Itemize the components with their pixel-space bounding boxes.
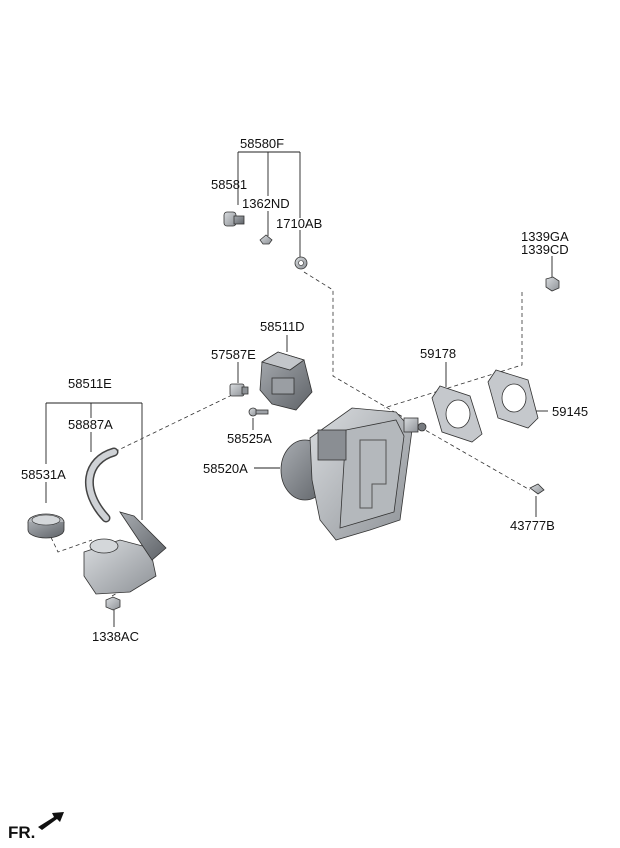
label-58511e: 58511E [68, 376, 112, 391]
gasket-part-59145 [487, 369, 539, 429]
fitting-part [229, 383, 249, 397]
washer-part [294, 256, 308, 270]
label-43777b: 43777B [510, 518, 555, 533]
banjo-bolt-part [223, 211, 245, 227]
nut-part [545, 276, 560, 292]
label-1338ac: 1338AC [92, 629, 139, 644]
nut-part-1338ac [105, 596, 121, 611]
label-58525a: 58525A [227, 431, 272, 446]
label-58580f: 58580F [240, 136, 284, 151]
label-1362nd: 1362ND [242, 196, 290, 211]
label-1339ga: 1339GA [521, 229, 569, 244]
motor-unit-part [259, 351, 313, 411]
bolt-part [248, 407, 269, 417]
label-59178: 59178 [420, 346, 456, 361]
label-1339cd: 1339CD [521, 242, 569, 257]
front-direction-arrow-icon [38, 812, 64, 830]
front-label: FR. [8, 823, 35, 842]
label-58511d: 58511D [260, 319, 305, 334]
gasket-part-59178 [431, 385, 483, 443]
reservoir-cap-part [27, 513, 65, 539]
label-58887a: 58887A [68, 417, 113, 432]
leader-lines [45, 151, 553, 627]
label-59145: 59145 [552, 404, 588, 419]
label-58531a: 58531A [21, 467, 66, 482]
label-58520a: 58520A [203, 461, 248, 476]
main-booster-assembly [280, 407, 427, 541]
hose-part [85, 447, 119, 523]
label-57587e: 57587E [211, 347, 256, 362]
reservoir-tank-part [83, 511, 167, 595]
small-clip-part [259, 234, 273, 245]
label-1710ab: 1710AB [276, 216, 322, 231]
clip-part-43777b [529, 483, 545, 495]
label-58581: 58581 [211, 177, 247, 192]
part-labels: 58580F 58581 1362ND 1710AB 1339GA 1339CD… [8, 136, 588, 842]
